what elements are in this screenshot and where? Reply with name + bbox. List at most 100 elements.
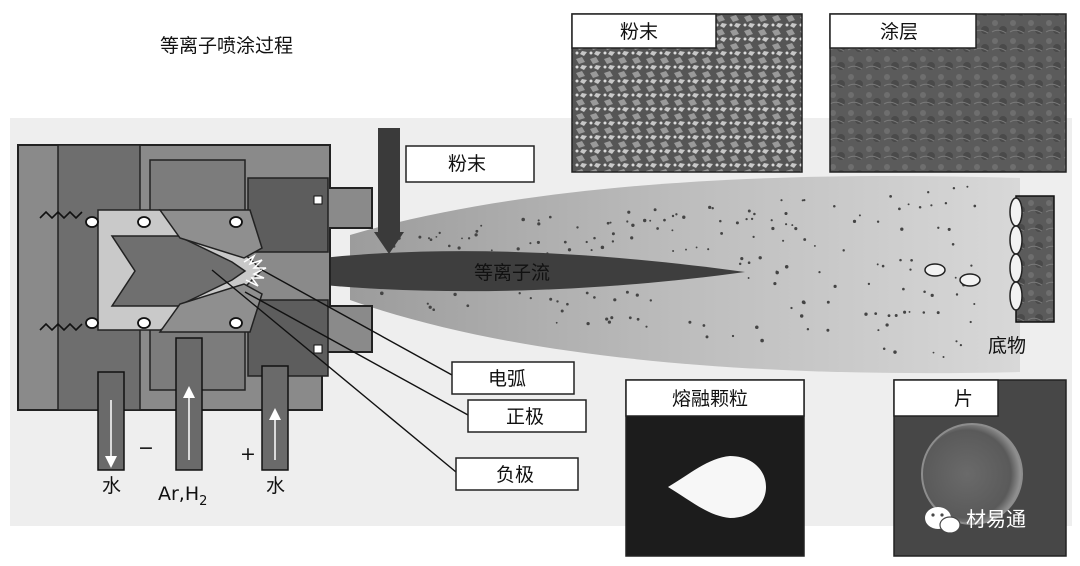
gas-label: Ar,H2 [158, 483, 207, 509]
plume-dot [791, 224, 794, 227]
plume-dot [682, 215, 686, 219]
plume-dot [930, 204, 933, 207]
inset-coating-label: 涂层 [880, 21, 918, 43]
particle [924, 263, 946, 277]
plume-dot [461, 237, 463, 240]
cathode-electrode [110, 235, 247, 307]
plume-dot [609, 221, 612, 224]
plume-dot [590, 249, 593, 252]
plume-dot [475, 229, 479, 233]
plume-dot [555, 321, 558, 324]
plume-dot [833, 284, 837, 288]
plume-dot [474, 233, 478, 237]
cathode-label: 负极 [496, 464, 534, 486]
plume-dot [708, 205, 712, 210]
plume-dot [672, 250, 675, 252]
plume-dot [944, 201, 948, 205]
plume-dot [675, 213, 678, 216]
plume-dot [702, 324, 706, 327]
plume-dot [429, 238, 433, 242]
plume-dot [663, 218, 666, 222]
plume-dot [893, 350, 897, 354]
diagram-title: 等离子喷涂过程 [160, 35, 293, 57]
anode-label: 正极 [506, 406, 544, 428]
plume-dot [930, 293, 934, 298]
inset-splat-label: 片 [954, 388, 973, 410]
plume-dot [380, 291, 384, 296]
plume-dot [537, 219, 540, 222]
plume-dot [753, 212, 756, 216]
plume-dot [799, 314, 804, 318]
plume-dot [747, 277, 750, 279]
inset-molten-particle-label: 熔融颗粒 [672, 388, 748, 410]
plume-dot [593, 236, 596, 240]
plume-dot [770, 219, 773, 222]
substrate-label: 底物 [988, 335, 1026, 357]
plume-dot [973, 302, 976, 306]
plasma-jet-core [262, 251, 745, 292]
inset-coating: 涂层 [829, 13, 1067, 173]
plume-dot [758, 256, 762, 260]
plume-dot [529, 242, 532, 245]
inset-powder-label: 粉末 [620, 21, 658, 43]
plume-dot [760, 338, 764, 343]
plume-dot [867, 282, 871, 286]
plume-dot [909, 268, 912, 271]
plume-dot [560, 309, 564, 313]
plume-dot [882, 347, 886, 350]
plume-dot [885, 323, 889, 327]
plume-dot [907, 203, 910, 206]
plume-dot [782, 239, 785, 242]
plume-dot [585, 291, 589, 295]
plume-dot [516, 247, 520, 251]
plume-dot [918, 206, 922, 209]
plume-dot [586, 321, 590, 326]
plume-dot [645, 325, 648, 328]
arc-spark [243, 254, 267, 287]
plume-dot [842, 249, 845, 252]
plume-dot [877, 329, 880, 332]
plume-dot [671, 229, 674, 232]
plume-dot [952, 186, 956, 190]
plume-dot [794, 227, 798, 231]
plume-dot [826, 328, 830, 332]
splat-disc [921, 423, 1023, 525]
plume-dot [521, 217, 525, 222]
substrate [1009, 195, 1055, 323]
plume-dot [785, 223, 788, 226]
plume-dot [927, 191, 930, 194]
watermark: 材易通 [925, 507, 1026, 534]
plume-dot [747, 261, 751, 265]
plume-dot [467, 237, 471, 240]
plume-dot [874, 312, 878, 315]
anode-label-box [467, 399, 587, 433]
powder-feed [374, 128, 404, 254]
plume-dot [826, 300, 830, 304]
plume-dot [803, 198, 806, 202]
plume-dot [719, 219, 722, 223]
plume-dot [529, 296, 532, 300]
plume-dot [518, 292, 521, 295]
plume-dot [973, 204, 977, 208]
plume-dot [611, 240, 615, 243]
plume-dot [549, 297, 553, 301]
plume-dot [480, 224, 483, 227]
plume-dot [457, 246, 461, 250]
inset-splat: 片 [893, 379, 1067, 557]
plume-dot [894, 314, 898, 317]
plume-dot [428, 305, 432, 309]
plume-dot [630, 236, 634, 240]
plasma-jet-label: 等离子流 [474, 262, 550, 284]
plume-dot [852, 219, 857, 224]
powder-label-box [405, 145, 535, 183]
plume-dot [426, 302, 429, 305]
plume-dot [955, 293, 959, 296]
plume-dot [731, 334, 735, 338]
plume-dot [801, 300, 806, 304]
plume-dot [636, 317, 640, 321]
plume-dot [435, 235, 438, 238]
plume-dot [607, 320, 612, 324]
plume-dot [801, 199, 804, 202]
plume-dot [936, 311, 940, 315]
